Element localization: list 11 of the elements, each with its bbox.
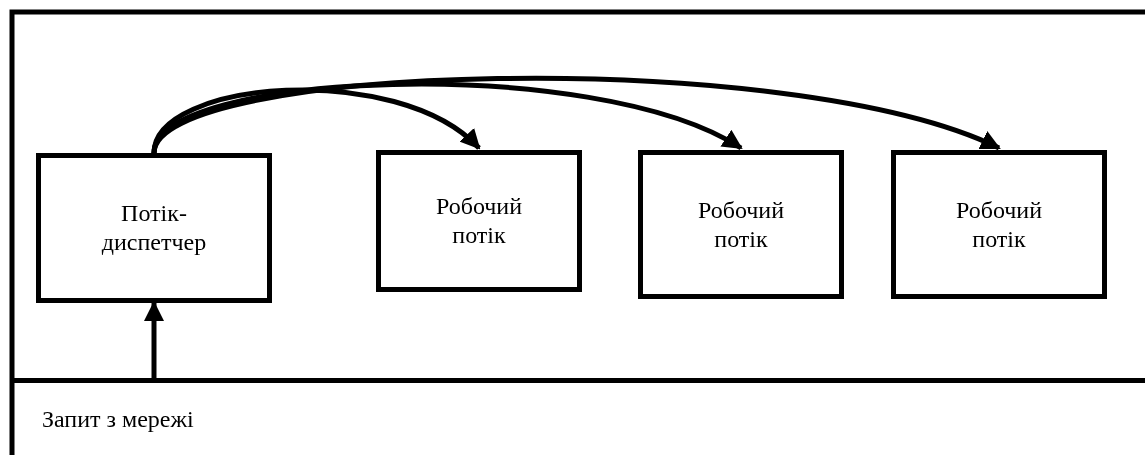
process-box <box>638 150 844 299</box>
process-box <box>891 150 1107 299</box>
node-label: Робочий потік <box>954 195 1044 254</box>
arrow <box>144 301 164 379</box>
node-label: Запит з мережі <box>42 404 194 434</box>
node-label: Робочий потік <box>434 192 524 250</box>
node-label: Робочий потік <box>696 195 786 254</box>
process-box <box>376 150 582 292</box>
node-label: Потік-диспетчер <box>100 199 208 257</box>
arrow <box>151 76 1001 155</box>
process-box <box>36 153 272 303</box>
